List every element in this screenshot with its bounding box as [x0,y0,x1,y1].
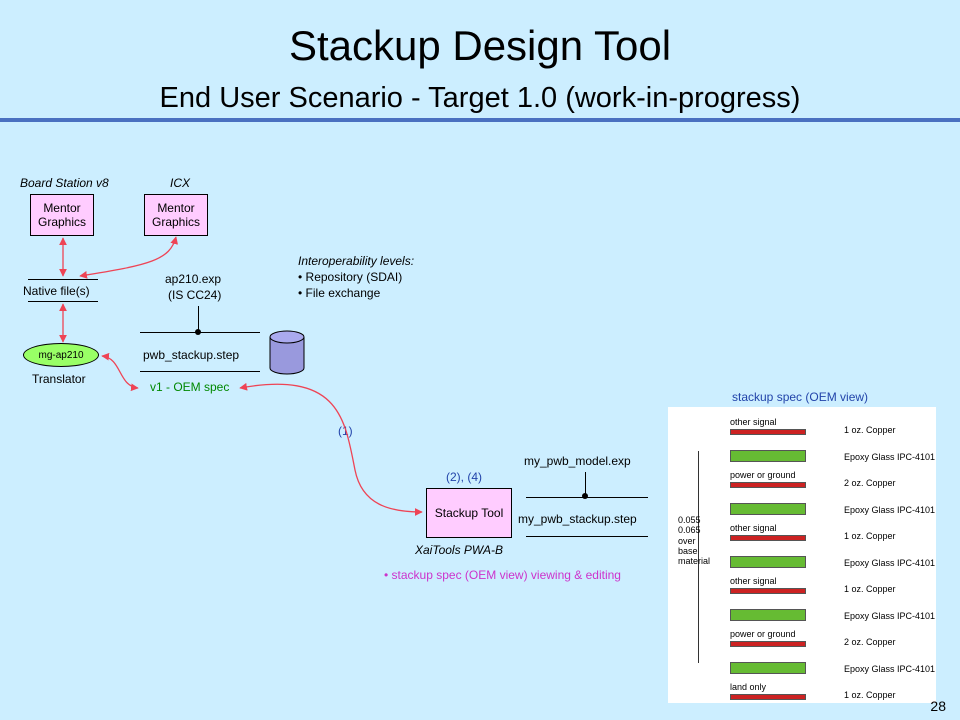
ap210-is-label: (IS CC24) [168,288,222,302]
viewing-editing-note: • stackup spec (OEM view) viewing & edit… [384,568,621,582]
slide-title: Stackup Design Tool [288,22,672,69]
layer-material-label: 1 oz. Copper [844,531,896,541]
pwb-stackup-step-label: pwb_stackup.step [143,348,240,362]
layer-material-label: Epoxy Glass IPC-4101 [844,451,936,462]
layer-material-label: 2 oz. Copper [844,478,896,488]
layer-bar [730,641,806,647]
arrow-translator-oem [101,352,139,392]
native-files-bottom-line [28,301,98,302]
mentor-graphics-box-board-station: Mentor Graphics [30,194,94,236]
translator-oval: mg-ap210 [23,343,99,367]
xaitools-label: XaiTools PWA-B [415,543,504,557]
layer-function-label: other signal [730,576,777,586]
layer-bar [730,661,806,674]
layer-bar [730,535,806,541]
dimension-line-3: base [678,546,698,557]
translator-label: Translator [32,372,86,386]
icx-label: ICX [170,176,191,190]
layer-material-label: Epoxy Glass IPC-4101 [844,504,936,515]
layer-material-label: 1 oz. Copper [844,584,896,594]
layer-bar [730,429,806,435]
layer-bar [730,588,806,594]
ap210-connector [198,306,199,332]
layer-bar [730,482,806,488]
dimension-line-2: over [678,535,696,546]
pwb-stackup-top-line [140,332,260,333]
native-files-top-line [28,279,98,280]
ap210-exp-label: ap210.exp [165,272,222,286]
step-2-4-label: (2), (4) [446,470,482,484]
layer-material-label: Epoxy Glass IPC-4101 [844,557,936,568]
stackup-spec-panel: 0.055 0.065 over base material other sig… [668,407,936,703]
layer-material-label: 1 oz. Copper [844,690,896,700]
layer-function-label: land only [730,682,767,692]
layer-function-label: other signal [730,523,777,533]
slide-subtitle: End User Scenario - Target 1.0 (work-in-… [159,82,801,114]
my-stackup-step-label: my_pwb_stackup.step [518,512,637,526]
dimension-line-0: 0.055 [678,515,701,525]
layer-bar [730,449,806,462]
layer-bar [730,502,806,515]
layer-material-label: 1 oz. Copper [844,425,896,435]
arrow-icx-native [79,236,178,279]
thickness-dimension-line [698,451,699,663]
layer-bar [730,555,806,568]
interop-item-repository: • Repository (SDAI) [298,270,403,284]
layer-bar [730,694,806,700]
layer-material-label: Epoxy Glass IPC-4101 [844,610,936,621]
stackup-tool-box: Stackup Tool [426,488,512,538]
layer-material-label: 2 oz. Copper [844,637,896,647]
my-stackup-top-line [526,497,648,498]
database-icon [269,330,305,375]
board-station-label: Board Station v8 [20,176,109,190]
stackup-spec-view-label: stackup spec (OEM view) [732,390,869,404]
thickness-dimension: 0.055 0.065 over base material [678,515,710,567]
native-files-label: Native file(s) [23,284,90,298]
dimension-line-4: material [678,556,711,567]
oem-spec-label: v1 - OEM spec [150,380,230,394]
layer-function-label: other signal [730,417,777,427]
layer-material-label: Epoxy Glass IPC-4101 [844,663,936,674]
my-model-connector-dot [582,493,588,499]
layer-bar [730,608,806,621]
dimension-line-1: 0.065 [678,525,701,536]
page-number: 28 [930,698,946,714]
layer-function-label: power or ground [730,629,796,639]
interop-item-file-exchange: • File exchange [298,286,381,300]
mentor-graphics-box-icx: Mentor Graphics [144,194,208,236]
title-divider [0,118,960,122]
my-model-exp-label: my_pwb_model.exp [524,454,631,468]
my-stackup-bottom-line [526,536,648,537]
interop-title: Interoperability levels: [298,254,415,268]
layer-function-label: power or ground [730,470,796,480]
pwb-stackup-bottom-line [140,371,260,372]
my-model-connector [585,472,586,496]
arrow-oem-stackup-tool [239,382,423,516]
